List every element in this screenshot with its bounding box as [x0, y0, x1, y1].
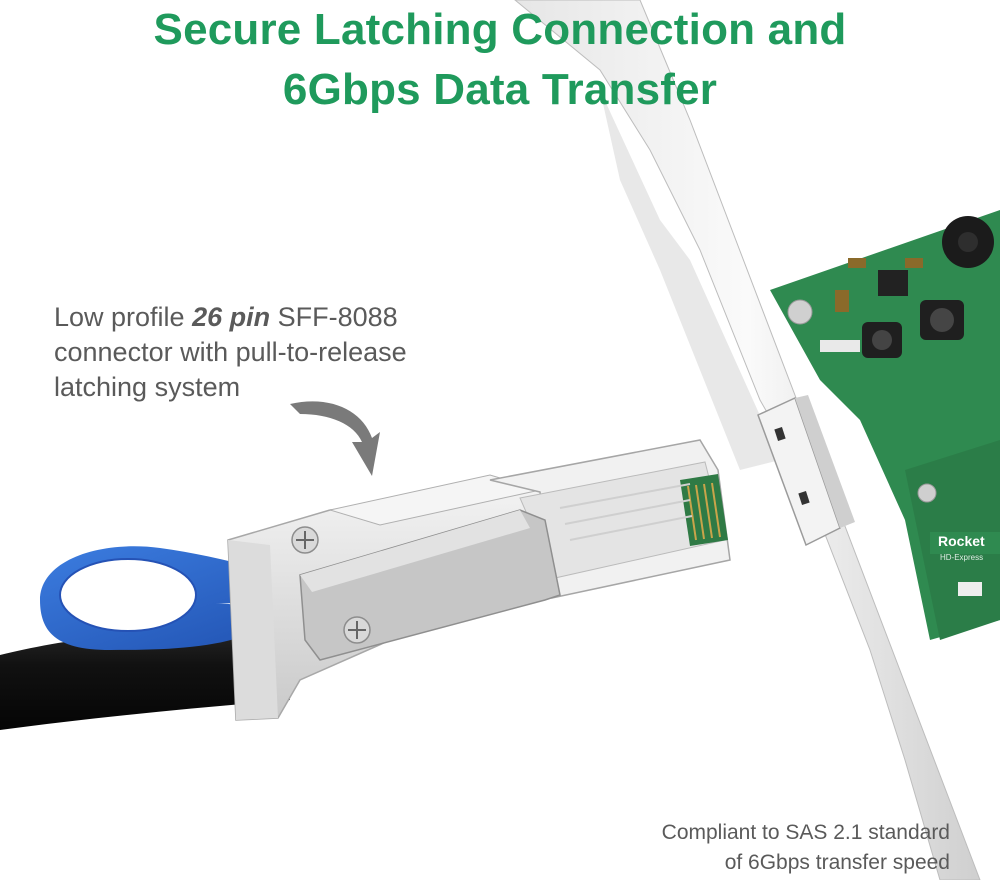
pci-bracket	[514, 0, 981, 880]
pcie-card-board: Rocket HD-Express	[770, 210, 1000, 640]
connector-callout-emphasis: 26 pin	[192, 302, 271, 332]
sas-callout-line-1: Compliant to SAS 2.1 standard	[661, 821, 950, 844]
card-brand-label: Rocket	[938, 533, 985, 549]
sas-callout: Compliant to SAS 2.1 standard of 6Gbps t…	[530, 818, 950, 878]
sff8088-port	[757, 395, 855, 547]
callout-arrow-icon	[290, 401, 380, 476]
bracket-screw-icon	[787, 299, 813, 325]
headline-line-2: 6Gbps Data Transfer	[282, 65, 718, 114]
connector-callout-suffix: SFF-8088 connector with pull-to-release …	[54, 302, 407, 402]
housing-screw-top-icon	[291, 526, 319, 554]
connector-callout: Low profile 26 pin SFF-8088 connector wi…	[54, 300, 474, 405]
headline-line-1: Secure Latching Connection and	[153, 5, 847, 54]
sas-callout-line-2: of 6Gbps transfer speed	[724, 851, 950, 874]
card-screw-icon	[917, 483, 937, 503]
black-cable	[0, 622, 290, 730]
headline: Secure Latching Connection and 6Gbps Dat…	[0, 0, 1000, 120]
connector-callout-prefix: Low profile	[54, 302, 193, 332]
housing-screw-bottom-icon	[343, 616, 371, 644]
card-brand-sublabel: HD-Express	[940, 553, 983, 562]
